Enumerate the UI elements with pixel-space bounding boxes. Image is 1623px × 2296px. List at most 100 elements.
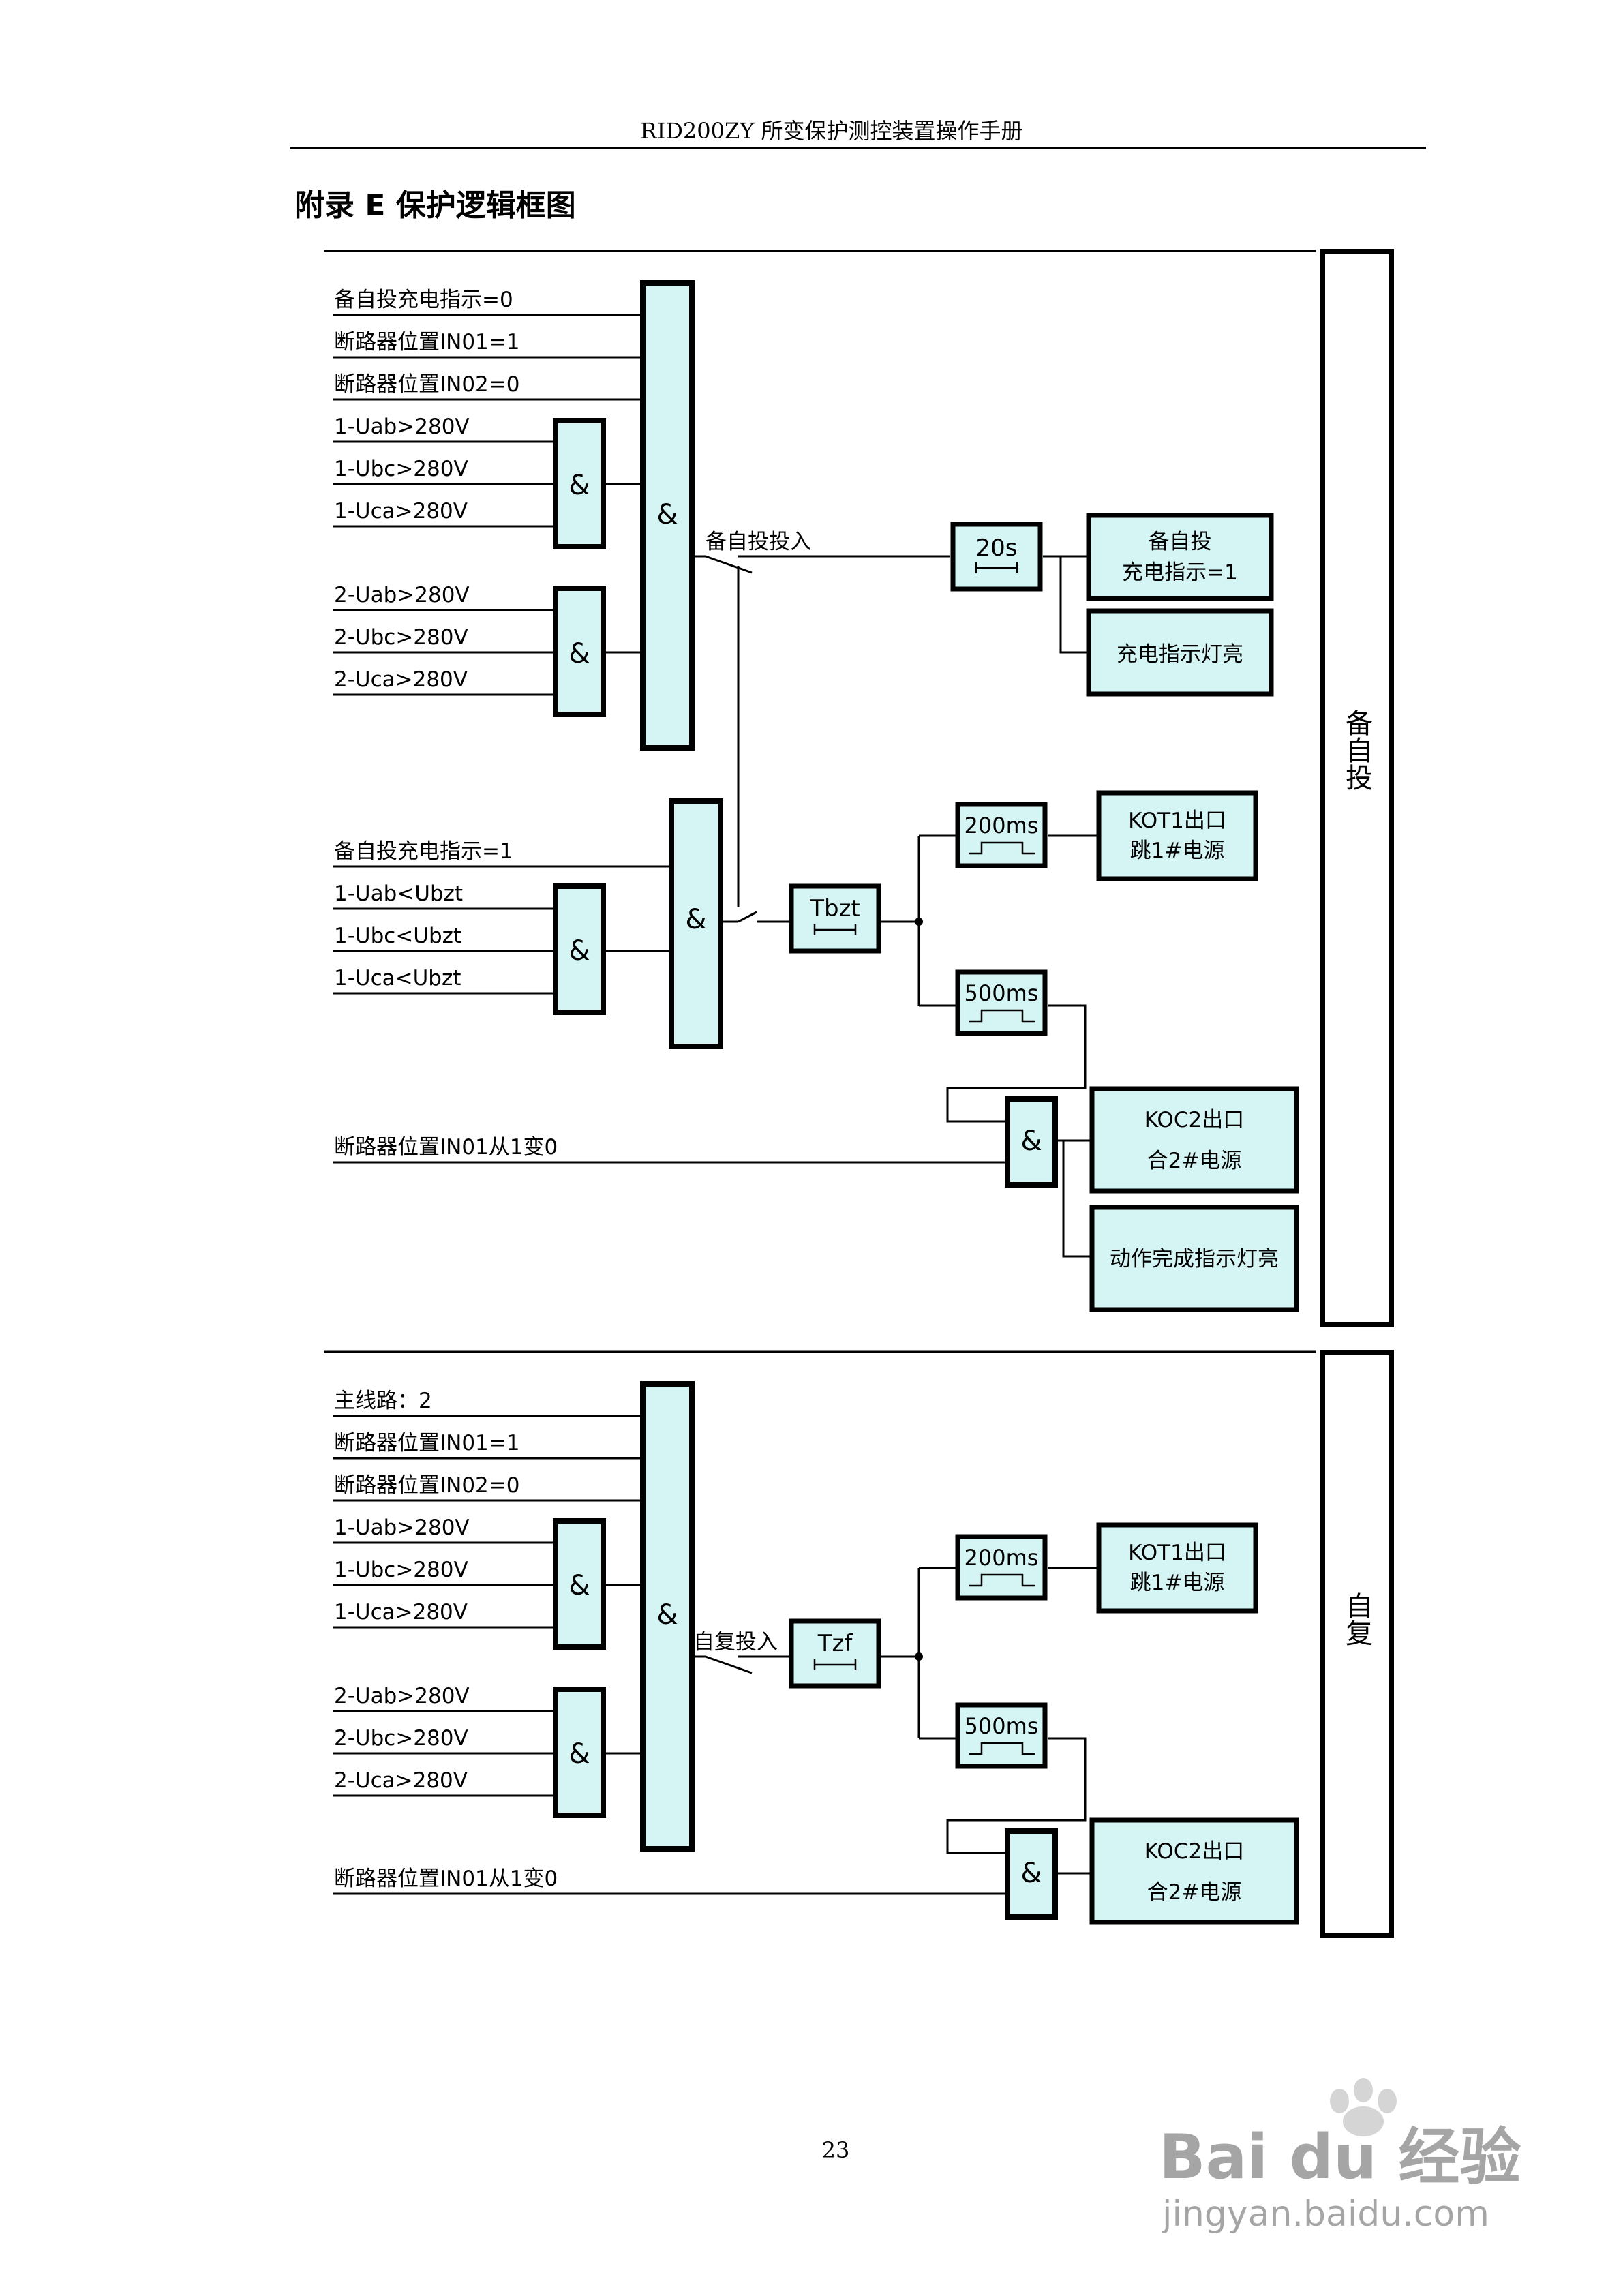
diagram2-side-panel [1320, 1350, 1394, 1938]
input-label: 2-Ubc>280V [334, 1726, 468, 1751]
diagram-auto-restore: 自复 主线路：2 断路器位置IN01=1 断路器位置IN02=0 1-Uab>2… [324, 1350, 1394, 1938]
page-header-title: RID200ZY 所变保护测控装置操作手册 [640, 118, 1022, 144]
input-label: 2-Uca>280V [334, 1768, 468, 1793]
delay-symbol [813, 924, 857, 935]
input-label: 2-Uab>280V [334, 1684, 470, 1708]
and-gate-symbol: & [568, 1570, 590, 1601]
output-label: KOT1出口 [1128, 1541, 1226, 1565]
and-gate-main [669, 798, 723, 1049]
trip-output-kot1 [1096, 790, 1258, 881]
output-label: KOT1出口 [1128, 809, 1226, 833]
and-gate-symbol: & [656, 499, 678, 530]
charge-indicator-output [1086, 513, 1274, 601]
and-gate [1005, 1096, 1058, 1188]
input-label: 1-Uca<Ubzt [334, 966, 461, 991]
and-gate-main [640, 1381, 695, 1852]
input-label: 断路器位置IN01从1变0 [334, 1135, 558, 1160]
pulse-200ms [955, 802, 1048, 868]
output-label: KOC2出口 [1144, 1108, 1244, 1132]
input-label: 备自投充电指示=1 [334, 839, 513, 864]
and-gate-symbol: & [1020, 1126, 1042, 1157]
trip-output-kot1 [1096, 1522, 1258, 1614]
close-output-koc2 [1089, 1086, 1299, 1194]
input-label: 1-Uca>280V [334, 499, 468, 524]
input-label: 1-Ubc>280V [334, 457, 468, 481]
and-gate [1005, 1828, 1058, 1920]
paw-icon [1330, 2078, 1397, 2136]
and-gate-symbol: & [1020, 1858, 1042, 1889]
input-label: 断路器位置IN02=0 [334, 1473, 519, 1498]
delay-symbol [813, 1659, 857, 1670]
output-label: 合2#电源 [1147, 1880, 1242, 1905]
input-label: 2-Uca>280V [334, 667, 468, 692]
page-number: 23 [822, 2137, 850, 2163]
and-gate [553, 1518, 606, 1650]
input-label: 1-Uab>280V [334, 414, 470, 439]
timer-tzf [789, 1618, 881, 1689]
and-gate-symbol: & [568, 1738, 590, 1770]
input-label: 备自投充电指示=0 [334, 288, 513, 312]
input-label: 断路器位置IN01从1变0 [334, 1867, 558, 1891]
output-label: 跳1#电源 [1130, 1571, 1225, 1595]
diagram-auto-transfer: 备自投 备自投充电指示=0 断路器位置IN01=1 断路器位置IN02=0 1-… [324, 249, 1394, 1327]
and-gate-symbol: & [568, 935, 590, 967]
pulse-label: 500ms [965, 980, 1039, 1006]
close-output-koc2 [1089, 1817, 1299, 1925]
output-label: 充电指示=1 [1122, 560, 1238, 585]
signal-line [946, 1004, 1087, 1123]
output-label: 充电指示灯亮 [1117, 642, 1243, 667]
pulse-symbol [969, 841, 1035, 855]
charge-lamp-output [1086, 608, 1274, 697]
input-label: 断路器位置IN01=1 [334, 1431, 519, 1455]
timer-20s [950, 522, 1043, 592]
input-label: 断路器位置IN02=0 [334, 372, 519, 397]
pulse-symbol [969, 1009, 1035, 1023]
section-title: 附录 E 保护逻辑框图 [294, 188, 576, 223]
pulse-symbol [969, 1573, 1035, 1587]
switch-label: 自复投入 [693, 1630, 778, 1655]
pulse-200ms [955, 1534, 1048, 1601]
input-label: 2-Uab>280V [334, 583, 470, 607]
pulse-500ms [955, 969, 1048, 1036]
input-label: 1-Uab>280V [334, 1515, 470, 1540]
done-lamp-output [1089, 1205, 1299, 1312]
input-label: 断路器位置IN01=1 [334, 330, 519, 354]
input-label: 2-Ubc>280V [334, 625, 468, 650]
pulse-symbol [969, 1742, 1035, 1755]
enable-switch [705, 555, 753, 574]
signal-line [1062, 1141, 1091, 1258]
enable-switch [705, 1655, 753, 1674]
input-label: 1-Ubc<Ubzt [334, 924, 461, 948]
pulse-500ms [955, 1702, 1048, 1769]
input-label: 1-Ubc>280V [334, 1558, 468, 1582]
switch-label: 备自投投入 [706, 530, 811, 554]
signal-line [1059, 556, 1089, 654]
and-gate-symbol: & [568, 470, 590, 501]
timer-tbzt [789, 883, 881, 954]
diagram2-side-label: 自复 [1341, 1592, 1372, 1646]
input-label: 1-Uab<Ubzt [334, 881, 463, 906]
and-gate-symbol: & [568, 638, 590, 669]
timer-label: Tzf [817, 1630, 853, 1657]
output-label: 合2#电源 [1147, 1149, 1242, 1173]
pulse-label: 500ms [965, 1713, 1039, 1739]
and-gate [553, 1687, 606, 1818]
output-label: 跳1#电源 [1130, 839, 1225, 863]
output-label: 备自投 [1149, 530, 1212, 554]
and-gate [553, 883, 606, 1015]
and-gate-symbol: & [685, 904, 706, 935]
output-label: KOC2出口 [1144, 1839, 1244, 1864]
diagram1-side-panel [1320, 249, 1394, 1327]
and-gate-symbol: & [656, 1599, 678, 1631]
delay-symbol [975, 562, 1018, 573]
timer-label: Tbzt [809, 895, 860, 922]
watermark-brand: Bai du 经验 [1159, 2121, 1521, 2193]
input-label: 主线路：2 [334, 1389, 432, 1413]
pulse-label: 200ms [965, 813, 1039, 839]
and-gate [553, 586, 606, 717]
and-gate-main [640, 280, 695, 751]
and-gate [553, 418, 606, 549]
watermark-url: jingyan.baidu.com [1162, 2194, 1489, 2235]
input-label: 1-Uca>280V [334, 1600, 468, 1625]
